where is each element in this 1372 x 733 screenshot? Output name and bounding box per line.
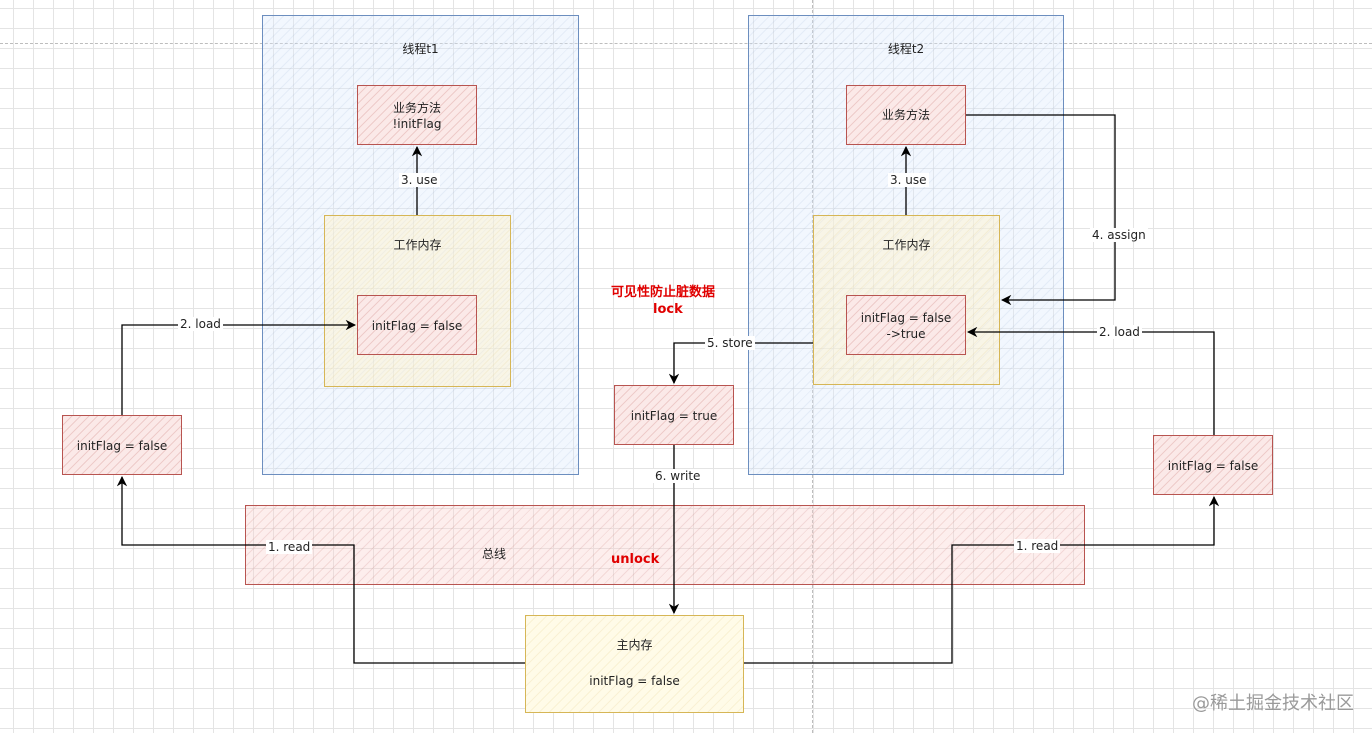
t1-business-method-label: 业务方法: [392, 101, 441, 115]
edge-left-load: [121, 319, 357, 415]
bus-title: 总线: [482, 547, 507, 561]
t2-initflag-new-value: ->true: [886, 327, 926, 341]
store-label: 5. store: [705, 336, 755, 350]
left-initflag-copy-value: initFlag = false: [76, 439, 168, 453]
watermark-text: @稀土掘金技术社区: [1192, 693, 1354, 714]
t1-work-memory-title: 工作内存: [393, 238, 442, 252]
left-read-label: 1. read: [266, 540, 313, 554]
right-initflag-copy-box[interactable]: initFlag = false: [1153, 435, 1273, 495]
main-memory-title: 主内存: [616, 638, 653, 652]
edge-right-read: [744, 495, 1220, 664]
right-load-label: 2. load: [1097, 325, 1142, 339]
t1-business-method-condition: !initFlag: [392, 117, 442, 131]
bus-box[interactable]: [245, 505, 1085, 585]
thread-t1-container[interactable]: 线程t1: [262, 15, 579, 475]
middle-initflag-true-box[interactable]: initFlag = true: [614, 385, 734, 445]
page-guide-horizontal: [0, 43, 1372, 44]
t1-business-method-box[interactable]: 业务方法 !initFlag: [357, 85, 477, 145]
main-memory-value: initFlag = false: [589, 674, 680, 688]
middle-initflag-true-value: initFlag = true: [630, 409, 718, 423]
edge-t2-assign: [966, 114, 1116, 306]
page-guide-vertical: [812, 0, 813, 733]
t2-initflag-value: initFlag = false: [860, 311, 952, 325]
t2-business-method-box[interactable]: 业务方法: [846, 85, 966, 145]
thread-t2-title: 线程t2: [887, 42, 925, 56]
thread-t1-title: 线程t1: [402, 42, 439, 56]
t1-initflag-box[interactable]: initFlag = false: [357, 295, 477, 355]
t2-work-memory-box[interactable]: 工作内存: [813, 215, 1000, 385]
t2-work-memory-title: 工作内存: [882, 238, 931, 252]
unlock-label: unlock: [611, 552, 660, 567]
write-label: 6. write: [653, 469, 703, 483]
t2-initflag-box[interactable]: initFlag = false ->true: [846, 295, 966, 355]
visibility-annotation: 可见性防止脏数据: [611, 285, 716, 300]
t2-use-label: 3. use: [888, 173, 929, 187]
right-read-label: 1. read: [1014, 539, 1061, 553]
left-load-label: 2. load: [178, 317, 223, 331]
t2-assign-label: 4. assign: [1090, 228, 1148, 242]
t1-initflag-value: initFlag = false: [371, 319, 463, 333]
main-memory-box[interactable]: 主内存 initFlag = false: [525, 615, 744, 713]
right-initflag-copy-value: initFlag = false: [1167, 459, 1259, 473]
left-initflag-copy-box[interactable]: initFlag = false: [62, 415, 182, 475]
edge-left-read: [116, 475, 525, 664]
t2-business-method-label: 业务方法: [881, 108, 930, 122]
edge-right-load: [966, 326, 1215, 435]
t1-use-label: 3. use: [399, 173, 440, 187]
lock-label: lock: [653, 302, 683, 317]
edge-store: [668, 342, 813, 385]
